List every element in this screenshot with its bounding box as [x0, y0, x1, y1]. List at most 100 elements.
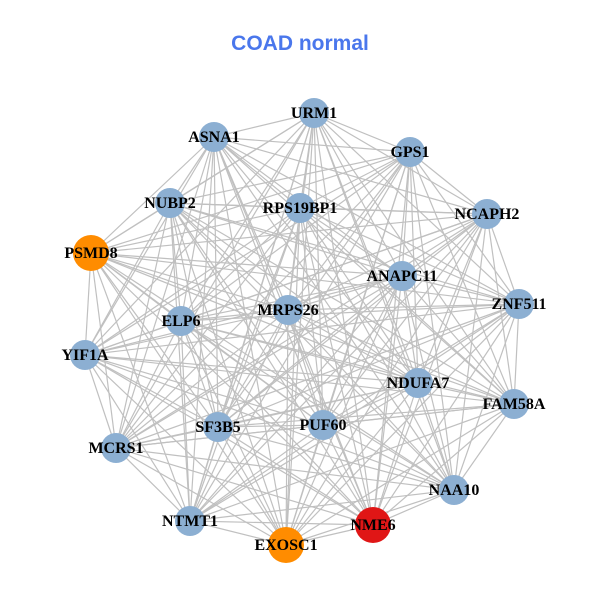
edge-ASNA1-PUF60 — [213, 136, 324, 426]
edge-NCAPH2-MRPS26 — [287, 213, 488, 311]
edge-ZNF511-ELP6 — [180, 303, 520, 322]
edge-NCAPH2-NAA10 — [453, 213, 488, 491]
edge-NDUFA7-FAM58A — [417, 382, 515, 405]
edge-NCAPH2-ANAPC11 — [401, 213, 488, 277]
edge-GPS1-NAA10 — [409, 151, 455, 491]
edge-ANAPC11-EXOSC1 — [285, 275, 403, 546]
edge-NUBP2-FAM58A — [169, 202, 515, 405]
edge-ASNA1-MCRS1 — [115, 136, 215, 449]
node-ELP6 — [166, 306, 196, 336]
edge-RPS19BP1-EXOSC1 — [285, 207, 301, 546]
edge-MCRS1-NME6 — [115, 447, 374, 526]
edge-GPS1-ANAPC11 — [401, 151, 411, 277]
edge-YIF1A-FAM58A — [84, 354, 515, 405]
node-MCRS1 — [101, 433, 131, 463]
edge-SF3B5-PUF60 — [217, 424, 324, 428]
edge-PSMD8-EXOSC1 — [90, 252, 287, 546]
edge-ASNA1-YIF1A — [84, 136, 215, 356]
node-label-NTMT1: NTMT1 — [162, 513, 218, 530]
edge-PSMD8-FAM58A — [90, 252, 515, 405]
edge-YIF1A-MCRS1 — [84, 354, 117, 449]
edge-NDUFA7-NAA10 — [417, 382, 455, 491]
node-NCAPH2 — [472, 199, 502, 229]
edge-PSMD8-NAA10 — [90, 252, 455, 491]
node-label-SF3B5: SF3B5 — [195, 419, 240, 436]
edge-MRPS26-NAA10 — [287, 309, 455, 491]
edge-ASNA1-GPS1 — [213, 136, 411, 153]
edge-RPS19BP1-NAA10 — [299, 207, 455, 491]
edge-GPS1-YIF1A — [84, 151, 411, 356]
edge-MRPS26-FAM58A — [287, 309, 515, 405]
node-NDUFA7 — [403, 368, 433, 398]
edge-URM1-GPS1 — [313, 112, 411, 153]
edge-YIF1A-SF3B5 — [84, 354, 219, 428]
figure-title: COAD normal — [231, 32, 369, 55]
edge-PUF60-NME6 — [322, 424, 374, 526]
nodes-layer — [70, 98, 534, 563]
edge-SF3B5-MCRS1 — [115, 426, 219, 449]
edge-ANAPC11-NDUFA7 — [401, 275, 419, 384]
node-label-FAM58A: FAM58A — [483, 396, 546, 413]
edge-RPS19BP1-NTMT1 — [189, 207, 301, 522]
edge-MRPS26-NDUFA7 — [287, 309, 419, 384]
edge-NUBP2-YIF1A — [84, 202, 171, 356]
edge-URM1-ASNA1 — [213, 112, 315, 138]
node-ZNF511 — [504, 289, 534, 319]
edge-FAM58A-NAA10 — [453, 403, 515, 491]
edge-URM1-NAA10 — [313, 112, 455, 491]
edge-ASNA1-NDUFA7 — [213, 136, 419, 384]
edge-ZNF511-NME6 — [372, 303, 520, 526]
edge-NDUFA7-NTMT1 — [189, 382, 419, 522]
edge-NUBP2-NTMT1 — [169, 202, 191, 522]
edge-PSMD8-ZNF511 — [90, 252, 520, 305]
edge-URM1-MCRS1 — [115, 112, 315, 449]
node-PSMD8 — [73, 235, 109, 271]
edge-URM1-PUF60 — [313, 112, 324, 426]
edge-ASNA1-ZNF511 — [213, 136, 520, 305]
edges-layer — [84, 112, 520, 546]
edge-ANAPC11-NME6 — [372, 275, 403, 526]
edge-GPS1-ELP6 — [180, 151, 411, 322]
edge-PSMD8-ANAPC11 — [90, 252, 403, 277]
edge-GPS1-FAM58A — [409, 151, 515, 405]
edge-YIF1A-NDUFA7 — [84, 354, 419, 384]
edge-ELP6-YIF1A — [84, 320, 182, 356]
edge-NUBP2-MCRS1 — [115, 202, 171, 449]
node-label-NDUFA7: NDUFA7 — [387, 375, 450, 392]
edge-ELP6-PUF60 — [180, 320, 324, 426]
edge-GPS1-NCAPH2 — [409, 151, 488, 215]
node-label-PUF60: PUF60 — [299, 417, 346, 434]
edge-SF3B5-EXOSC1 — [217, 426, 287, 546]
edge-NCAPH2-FAM58A — [486, 213, 515, 405]
edge-ELP6-FAM58A — [180, 320, 515, 405]
edge-ANAPC11-SF3B5 — [217, 275, 403, 428]
edge-NTMT1-NME6 — [189, 520, 374, 526]
edge-PUF60-NAA10 — [322, 424, 455, 491]
node-label-ANAPC11: ANAPC11 — [366, 268, 437, 285]
edge-RPS19BP1-MRPS26 — [287, 207, 301, 311]
edge-URM1-YIF1A — [84, 112, 315, 356]
edge-ELP6-EXOSC1 — [180, 320, 287, 546]
node-NME6 — [355, 507, 391, 543]
edge-ASNA1-SF3B5 — [213, 136, 219, 428]
node-label-ZNF511: ZNF511 — [491, 296, 546, 313]
node-label-EXOSC1: EXOSC1 — [254, 537, 317, 554]
edge-NAA10-NTMT1 — [189, 489, 455, 522]
edge-ZNF511-YIF1A — [84, 303, 520, 356]
edge-NCAPH2-MCRS1 — [115, 213, 488, 449]
edge-ZNF511-NDUFA7 — [417, 303, 520, 384]
edge-RPS19BP1-YIF1A — [84, 207, 301, 356]
edge-SF3B5-NAA10 — [217, 426, 455, 491]
edge-NDUFA7-NME6 — [372, 382, 419, 526]
node-label-URM1: URM1 — [291, 105, 337, 122]
edge-NCAPH2-SF3B5 — [217, 213, 488, 428]
node-YIF1A — [70, 340, 100, 370]
node-label-RPS19BP1: RPS19BP1 — [263, 200, 338, 217]
edge-MCRS1-NTMT1 — [115, 447, 191, 522]
node-NTMT1 — [175, 506, 205, 536]
node-PUF60 — [308, 410, 338, 440]
node-SF3B5 — [203, 412, 233, 442]
edge-ELP6-SF3B5 — [180, 320, 219, 428]
